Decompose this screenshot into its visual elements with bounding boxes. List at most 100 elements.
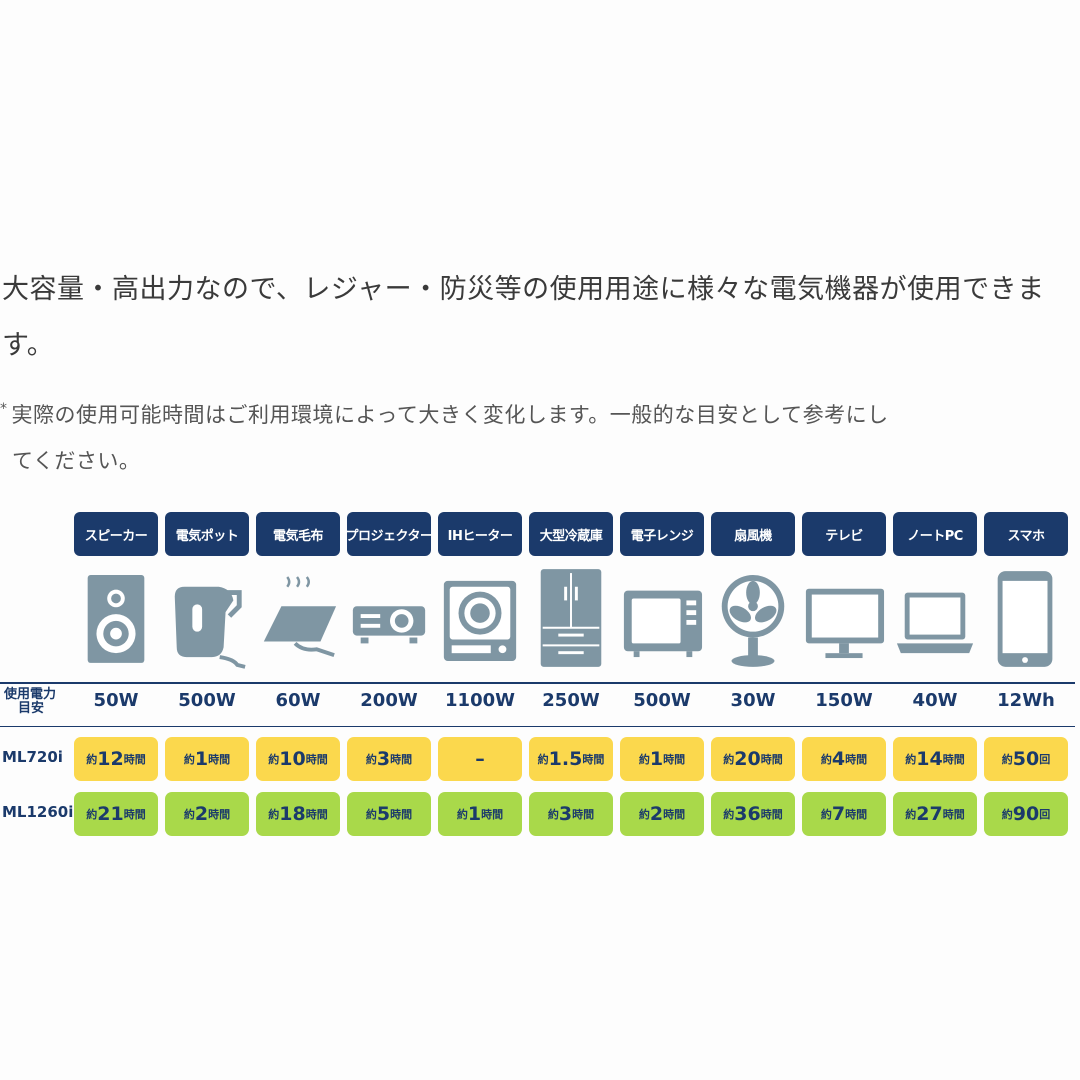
device-label: スピーカー [74,512,158,556]
runtime-suf: 時間 [123,808,146,821]
runtime-num: 90 [1012,803,1040,825]
runtime-num: 20 [734,748,761,770]
device-label: IHヒーター [438,512,522,556]
runtime-pre: 約 [1001,753,1013,766]
runtime-num: 3 [558,803,573,825]
runtime-suf: 時間 [390,753,413,766]
runtime-suf: 時間 [760,808,783,821]
note-asterisk: * [0,401,8,417]
runtime-pre: 約 [365,808,377,821]
runtime-pre: 約 [456,808,468,821]
runtime-num: 14 [916,748,943,770]
device-watt: 1100W [445,690,515,711]
runtime-num: 7 [831,803,846,825]
runtime-pre: 約 [820,753,832,766]
runtime-num: – [475,748,485,770]
device-watt: 500W [633,690,691,711]
runtime-num: 1 [194,748,209,770]
runtime-num: 36 [734,803,761,825]
watt-row-header: 使用電力 目安 [4,688,56,716]
device-watt: 150W [815,690,873,711]
smartphone-icon [984,566,1068,670]
runtime-suf: 時間 [942,753,965,766]
device-watt: 12Wh [997,690,1055,711]
runtime-pre: 約 [183,753,195,766]
refrigerator-icon [529,566,613,670]
runtime-num: 2 [649,803,664,825]
runtime-pre: 約 [86,753,98,766]
runtime-ml720i: – [438,737,522,781]
runtime-pre: 約 [365,753,377,766]
runtime-pre: 約 [268,808,280,821]
usage-note: *実際の使用可能時間はご利用環境によって大きく変化します。一般的な目安として参考… [0,392,1078,484]
runtime-suf: 時間 [663,808,686,821]
microwave-icon [620,566,704,670]
device-label: 扇風機 [711,512,795,556]
device-label: プロジェクター [346,512,433,556]
runtime-suf: 回 [1039,753,1051,766]
ih-heater-icon [438,566,522,670]
device-watt: 500W [178,690,236,711]
electric-blanket-icon [256,566,340,670]
table-mid-divider [0,726,1075,727]
runtime-suf: 時間 [305,808,328,821]
runtime-suf: 時間 [942,808,965,821]
kettle-icon [165,566,249,670]
watt-row-header-line2: 目安 [18,701,45,716]
runtime-pre: 約 [905,808,917,821]
runtime-pre: 約 [723,808,735,821]
device-label: 電子レンジ [620,512,704,556]
runtime-suf: 時間 [123,753,146,766]
runtime-num: 1 [467,803,482,825]
laptop-icon [893,566,977,670]
device-label: 電気毛布 [256,512,340,556]
runtime-suf: 時間 [845,753,868,766]
runtime-pre: 約 [638,753,650,766]
fan-icon [711,566,795,670]
runtime-suf: 時間 [481,808,504,821]
runtime-suf: 時間 [208,753,231,766]
runtime-suf: 時間 [390,808,413,821]
device-label: スマホ [984,512,1068,556]
note-line-1: 実際の使用可能時間はご利用環境によって大きく変化します。一般的な目安として参考に… [11,403,889,427]
device-label: テレビ [802,512,886,556]
runtime-suf: 時間 [208,808,231,821]
runtime-pre: 約 [86,808,98,821]
device-watt: 60W [275,690,321,711]
watt-row-header-line1: 使用電力 [4,687,57,702]
runtime-num: 18 [279,803,306,825]
runtime-pre: 約 [1001,808,1013,821]
runtime-pre: 約 [537,753,549,766]
speaker-icon [74,566,158,670]
device-watt: 30W [730,690,776,711]
runtime-suf: 時間 [663,753,686,766]
device-label: 大型冷蔵庫 [529,512,613,556]
runtime-num: 50 [1012,748,1040,770]
device-label: 電気ポット [165,512,249,556]
runtime-pre: 約 [268,753,280,766]
runtime-num: 21 [97,803,124,825]
runtime-num: 27 [916,803,943,825]
runtime-pre: 約 [905,753,917,766]
runtime-pre: 約 [547,808,559,821]
device-watt: 250W [542,690,600,711]
model-label-ml1260i: ML1260i [2,803,74,821]
